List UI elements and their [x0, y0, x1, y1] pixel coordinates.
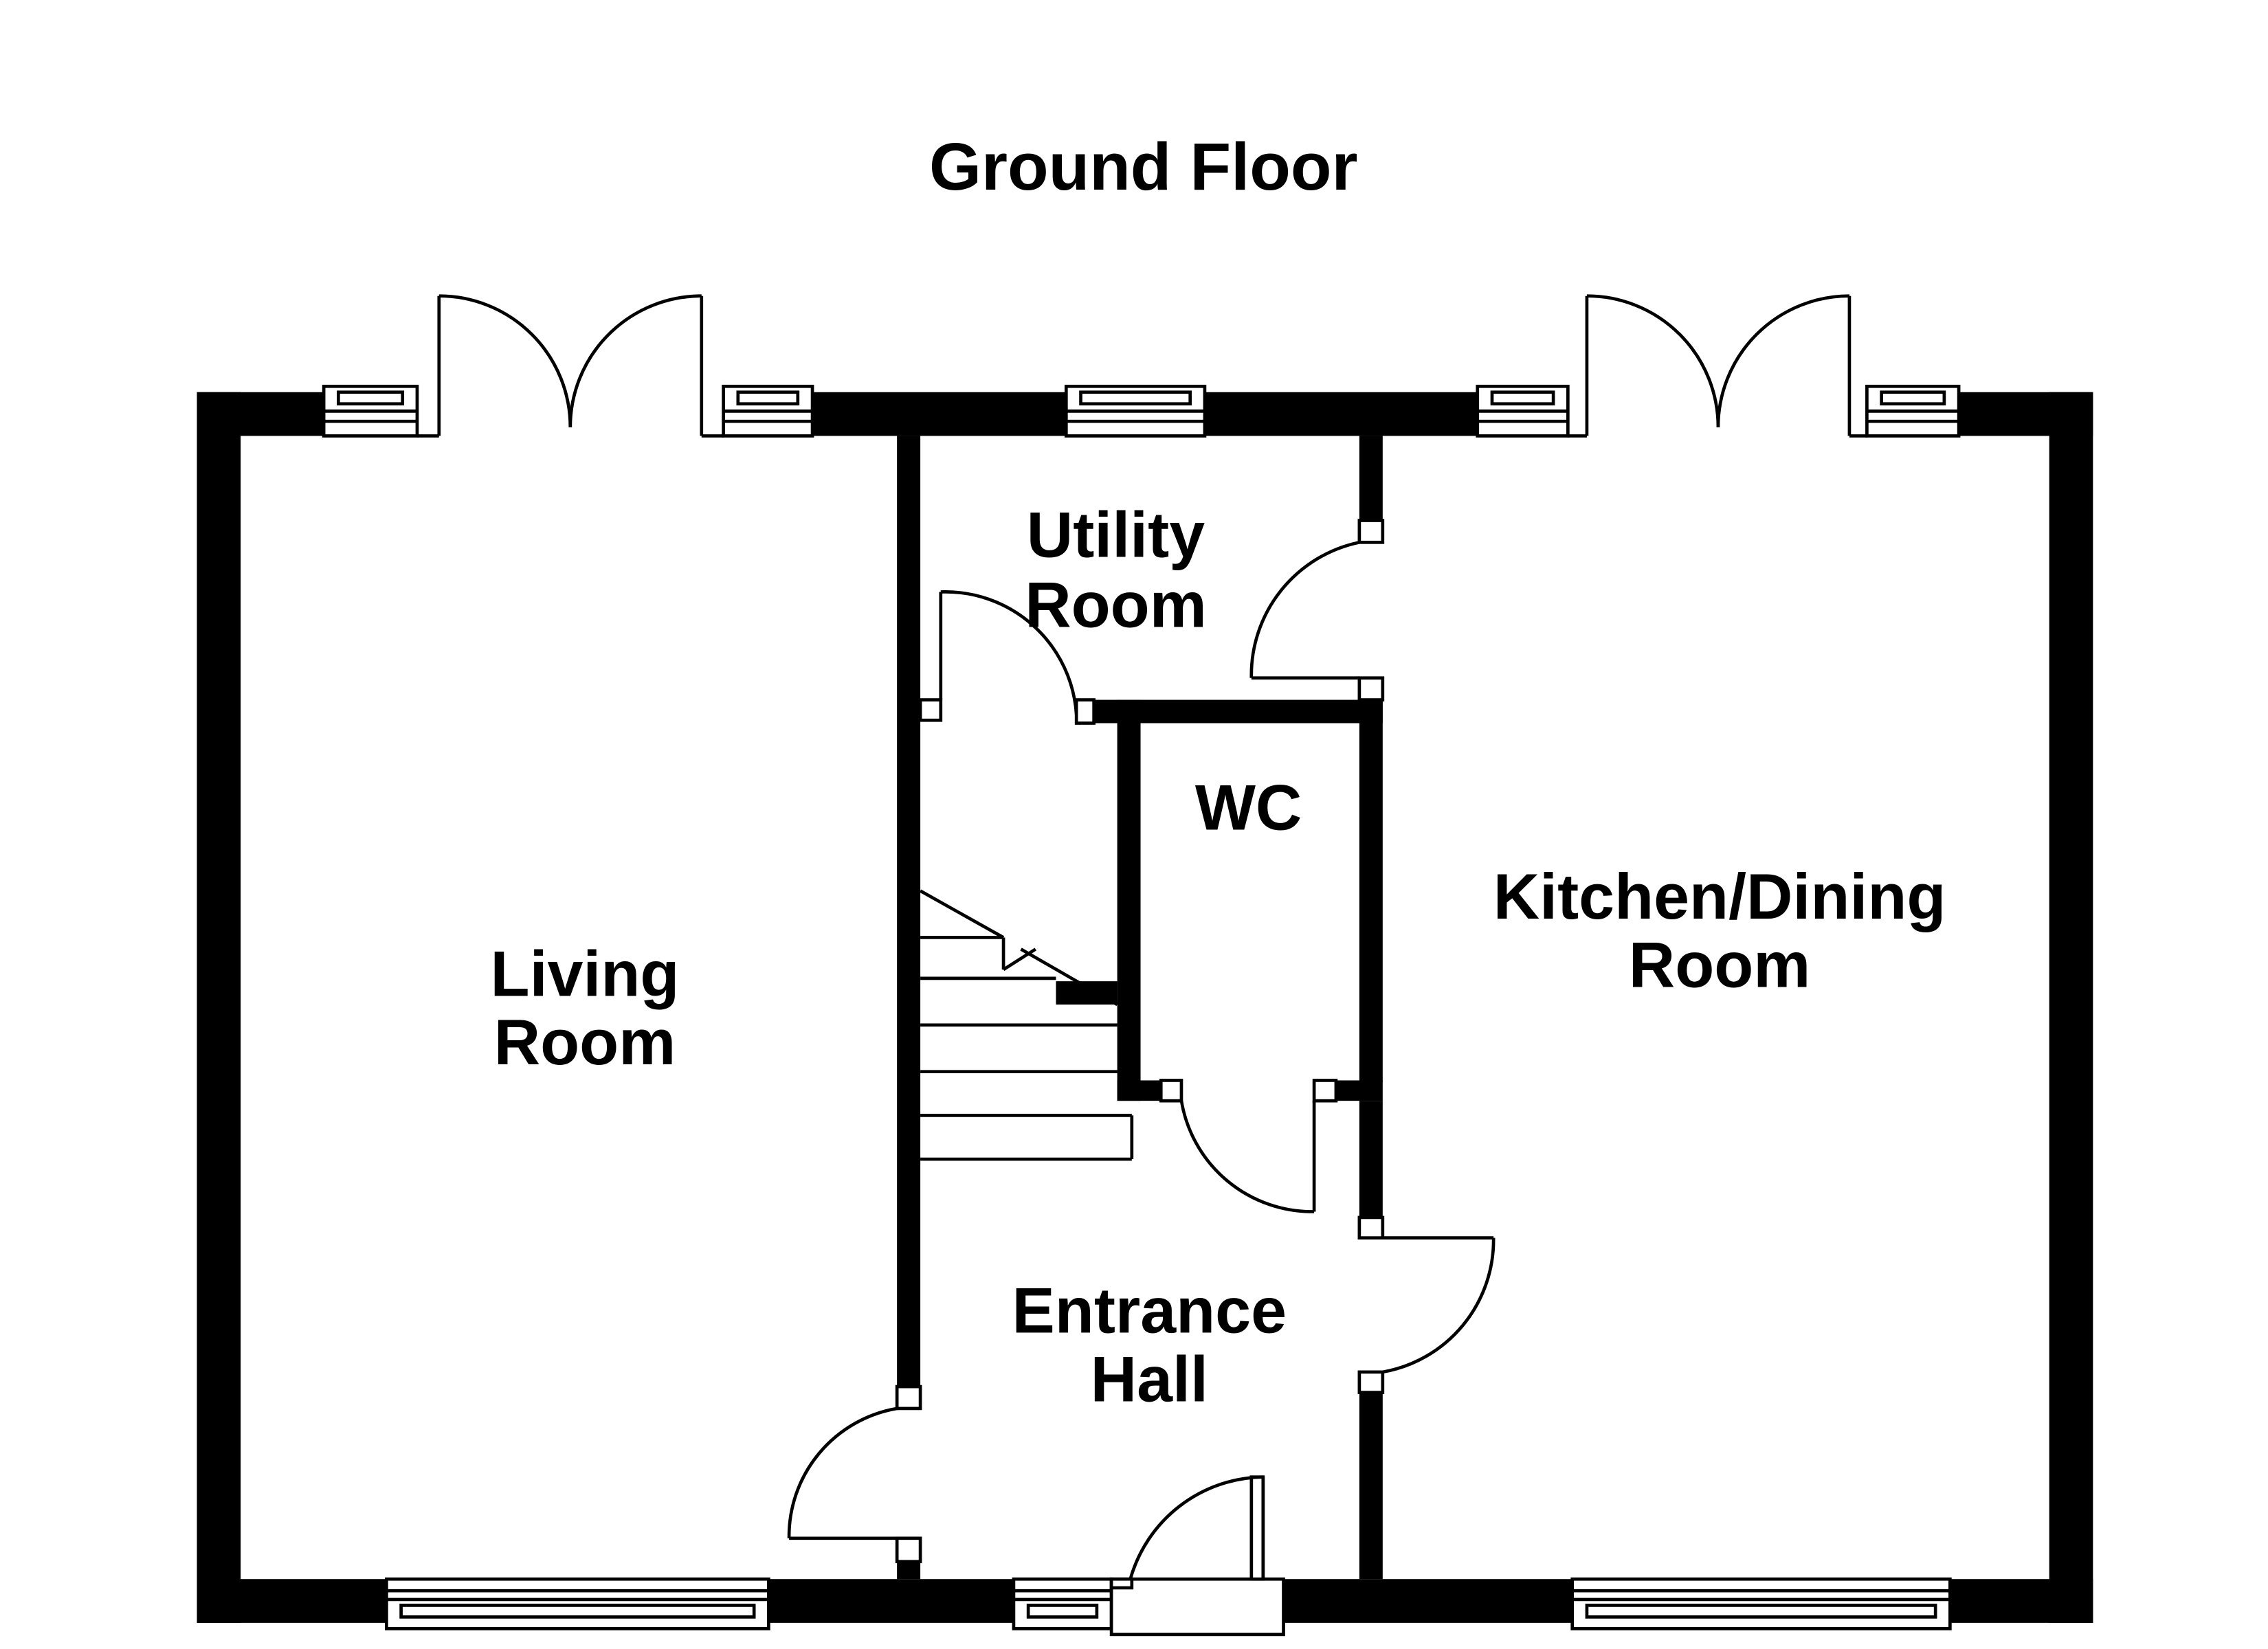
staircase	[919, 889, 1134, 1161]
svg-text:Room: Room	[494, 1006, 676, 1078]
room-label-utility: Utility Room	[1025, 499, 1207, 641]
window-kitchen-bottom	[1570, 1577, 1952, 1630]
svg-text:Hall: Hall	[1091, 1343, 1208, 1415]
svg-text:Kitchen/Dining: Kitchen/Dining	[1493, 860, 1946, 932]
outer-walls	[197, 392, 2093, 1623]
svg-text:Living: Living	[491, 937, 680, 1009]
plan-title: Ground Floor	[929, 129, 1358, 204]
room-label-kitchen: Kitchen/Dining Room	[1493, 860, 1946, 1001]
room-label-living: Living Room	[491, 937, 680, 1078]
svg-text:Entrance: Entrance	[1012, 1275, 1287, 1347]
windows	[322, 384, 1961, 1630]
room-label-hall: Entrance Hall	[1012, 1275, 1287, 1415]
window-hall-bottom	[1012, 1577, 1113, 1630]
svg-text:Utility: Utility	[1027, 499, 1205, 571]
window-top-mid-left	[722, 384, 814, 438]
interior-walls	[895, 436, 1385, 1580]
window-utility	[1064, 384, 1207, 438]
svg-text:WC: WC	[1195, 771, 1302, 843]
svg-text:Room: Room	[1025, 568, 1207, 640]
interior-doors	[787, 541, 1496, 1637]
window-top-mid-right	[1476, 384, 1570, 438]
svg-text:Room: Room	[1629, 929, 1811, 1001]
window-living-bottom	[385, 1577, 770, 1630]
window-top-left	[322, 384, 419, 438]
french-doors-kitchen	[1568, 294, 1867, 438]
window-top-right	[1865, 384, 1961, 438]
french-doors-living	[416, 294, 724, 438]
room-label-wc: WC	[1195, 771, 1302, 843]
